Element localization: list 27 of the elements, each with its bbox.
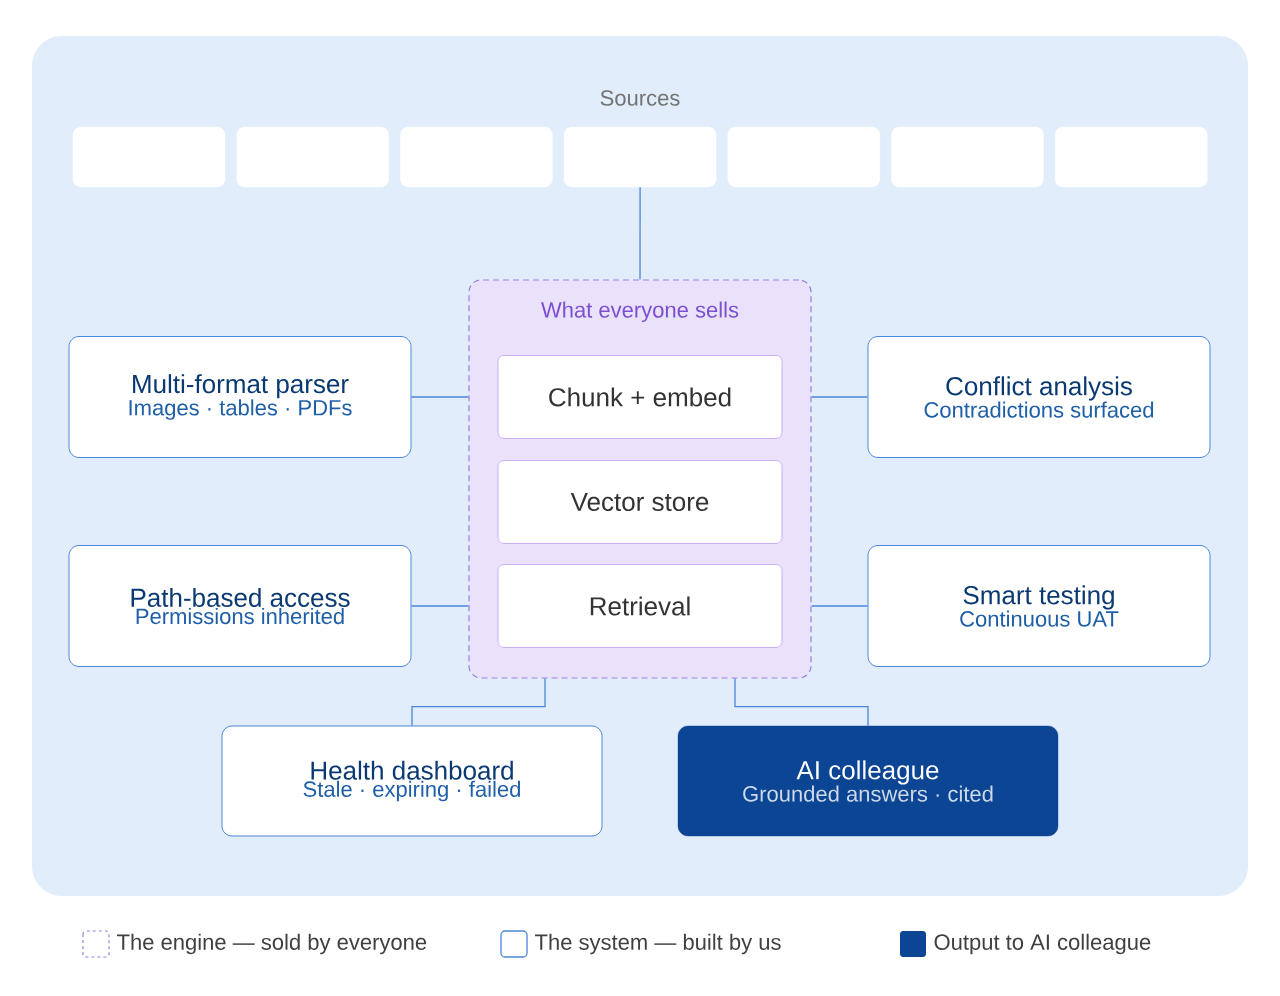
connector-line (734, 677, 869, 727)
section-heading: Sources (600, 90, 680, 106)
source-box (400, 126, 553, 188)
connector-line (410, 396, 470, 398)
system-box: Health dashboard Stale · expiring · failed (221, 725, 603, 837)
source-box (563, 126, 717, 188)
system-box: Multi-format parser Images · tables · PDFs (68, 336, 412, 458)
source-box (891, 126, 1044, 188)
process-box: Retrieval (497, 564, 783, 648)
output-box: AI colleague Grounded answers · cited (677, 725, 1059, 837)
connector-line (411, 677, 546, 727)
connector-line (810, 605, 869, 607)
legend-label: The engine — sold by everyone (117, 933, 427, 955)
system-box: Smart testing Continuous UAT (867, 545, 1211, 667)
source-box (1055, 126, 1208, 188)
legend-label: The system — built by us (535, 933, 781, 955)
legend-label: Output to AI colleague (934, 933, 1151, 955)
system-box: Conflict analysis Contradictions surfaced (867, 336, 1211, 458)
connector-line (639, 186, 641, 281)
process-box: Vector store (497, 460, 783, 544)
connector-line (810, 396, 869, 398)
system-box: Path-based access Permissions inherited (68, 545, 412, 667)
process-box: Chunk + embed (497, 355, 783, 439)
source-box (72, 126, 226, 188)
source-box (236, 126, 389, 188)
source-box (727, 126, 880, 188)
connector-line (410, 605, 470, 607)
